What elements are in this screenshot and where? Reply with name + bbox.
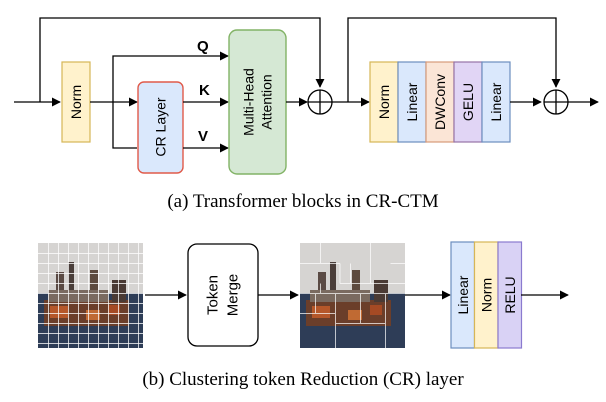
transformer-block-diagram: Norm CR Layer Q K V Multi-Head Attention bbox=[14, 17, 599, 212]
q-path bbox=[112, 51, 229, 102]
norm-block-1-label: Norm bbox=[68, 85, 84, 119]
multi-head-attention-block bbox=[228, 29, 287, 175]
cr-head-block-group: Linear Norm RELU bbox=[450, 241, 523, 349]
mlp-label-1: Linear bbox=[404, 82, 420, 121]
q-label: Q bbox=[197, 38, 209, 55]
merged-token-image bbox=[300, 243, 405, 348]
v-path bbox=[112, 102, 137, 149]
cr-head-label-1: Norm bbox=[478, 278, 494, 312]
cr-layer-label: CR Layer bbox=[153, 97, 169, 156]
cr-layer-block bbox=[137, 81, 184, 174]
add-node-2 bbox=[543, 89, 569, 115]
cr-head-label-0: Linear bbox=[455, 275, 471, 314]
token-merge-block bbox=[187, 243, 259, 347]
v-label: V bbox=[198, 128, 208, 145]
mlp-block-4 bbox=[481, 61, 511, 143]
mlp-block-0 bbox=[369, 61, 399, 143]
token-merge-label-line1: Token bbox=[205, 275, 222, 315]
attention-label-group: Multi-Head Attention bbox=[241, 68, 275, 136]
add-node-1 bbox=[307, 89, 333, 115]
mlp-label-3: GELU bbox=[460, 83, 476, 121]
caption-a: (a) Transformer blocks in CR-CTM bbox=[167, 191, 438, 212]
mlp-label-2: DWConv bbox=[432, 74, 448, 130]
cr-layer-diagram: Token Merge Linear Norm RELU (b) Clusterin… bbox=[38, 241, 569, 390]
token-merge-label-group: Token Merge bbox=[205, 274, 242, 317]
attention-label-line1: Multi-Head bbox=[241, 68, 257, 136]
mlp-block-2 bbox=[425, 61, 455, 143]
mlp-label-4: Linear bbox=[488, 82, 504, 121]
mlp-block-3 bbox=[453, 61, 483, 143]
attention-label-line2: Attention bbox=[259, 74, 275, 129]
k-label: K bbox=[199, 82, 210, 99]
token-merge-label-line2: Merge bbox=[225, 274, 242, 317]
input-token-image bbox=[38, 243, 143, 348]
cr-head-label-2: RELU bbox=[502, 276, 518, 313]
residual-connection-1 bbox=[39, 17, 325, 102]
caption-b: (b) Clustering token Reduction (CR) laye… bbox=[142, 369, 464, 390]
mlp-block-group: Norm Linear DWConv GELU Linear bbox=[369, 61, 511, 143]
mlp-label-0: Norm bbox=[376, 85, 392, 119]
residual-connection-2 bbox=[347, 17, 561, 102]
